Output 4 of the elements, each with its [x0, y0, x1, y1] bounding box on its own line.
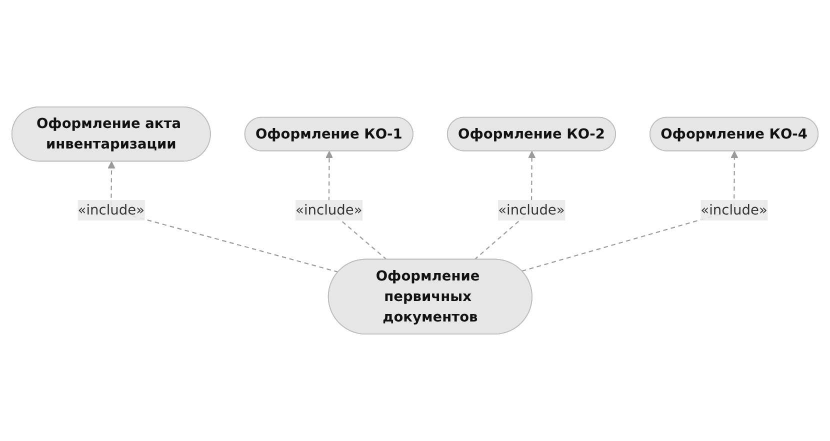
edge-label: «include»	[296, 202, 362, 218]
edge-label: «include»	[700, 202, 768, 218]
edge-label: «include»	[78, 202, 144, 218]
edge-label: «include»	[498, 202, 565, 218]
